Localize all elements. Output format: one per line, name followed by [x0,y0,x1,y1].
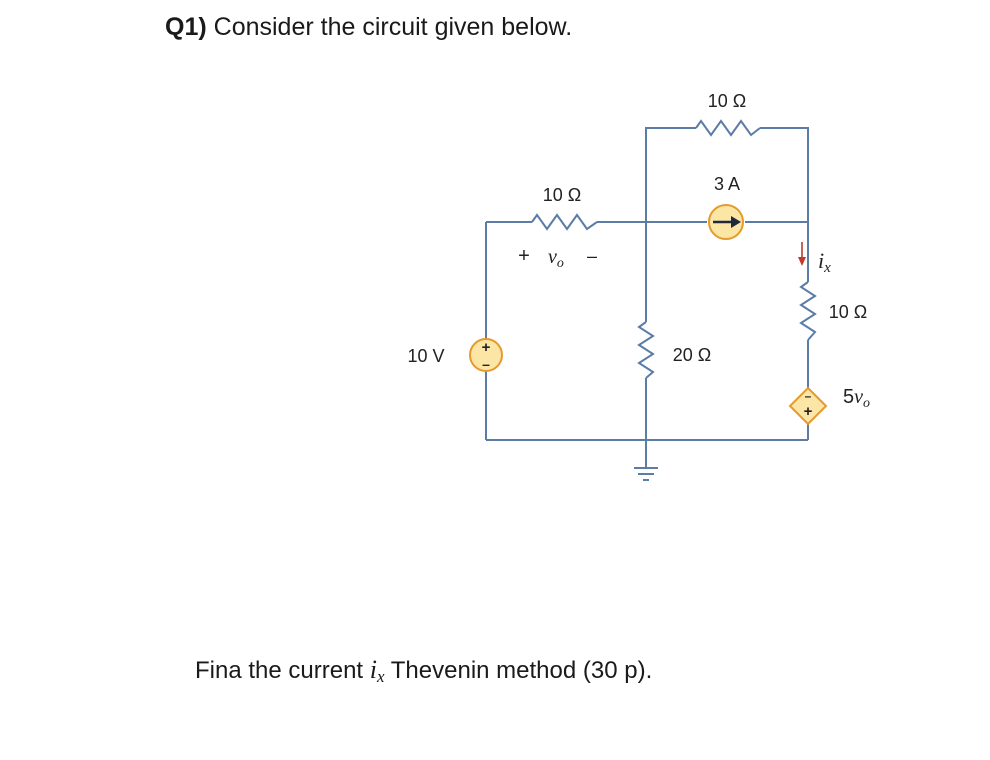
dependent-voltage-source: – + [788,386,828,426]
current-source-3a [708,204,744,240]
wire-top-left [645,127,696,222]
task-sub: x [376,667,385,686]
ix-arrow-icon [798,242,806,266]
dep-source-minus: – [805,389,812,403]
vo-plus-sign: + [518,245,530,267]
dependent-source-label: 5vo [843,386,870,411]
label-resistor-left: 10 Ω [543,185,581,205]
task-suffix: Thevenin method (30 p). [384,657,653,684]
task-instruction: Fina the current ix Thevenin method (30 … [195,655,652,692]
voltage-source-10v: + – [469,338,503,372]
resistor-left [531,213,598,231]
label-resistor-top: 10 Ω [708,91,746,111]
label-resistor-right: 10 Ω [829,302,867,322]
label-voltage-source: 10 V [407,346,444,366]
resistor-middle [637,321,655,379]
resistor-right [799,281,817,341]
task-prefix: Fina the current [195,657,370,684]
vo-label: vo [548,246,564,271]
label-resistor-middle: 20 Ω [673,345,711,365]
vo-minus-sign: – [587,246,597,266]
question-text: Consider the circuit given below. [213,13,573,41]
circuit-diagram: + – – + 10 Ω 10 Ω 3 A + vo – 10 V 20 Ω i… [407,91,870,481]
task-var: i [369,655,377,684]
ground-symbol [634,467,658,481]
wire-top-right [760,127,809,240]
wires [485,127,809,468]
resistor-top [695,119,761,137]
question-title: Q1) Consider the circuit given below. [165,12,572,42]
dep-source-plus: + [804,403,813,420]
source-minus-sign: – [482,356,490,372]
label-current-source: 3 A [714,174,740,194]
source-plus-sign: + [482,339,491,356]
ix-label: ix [818,248,831,276]
question-number: Q1) [165,13,207,41]
